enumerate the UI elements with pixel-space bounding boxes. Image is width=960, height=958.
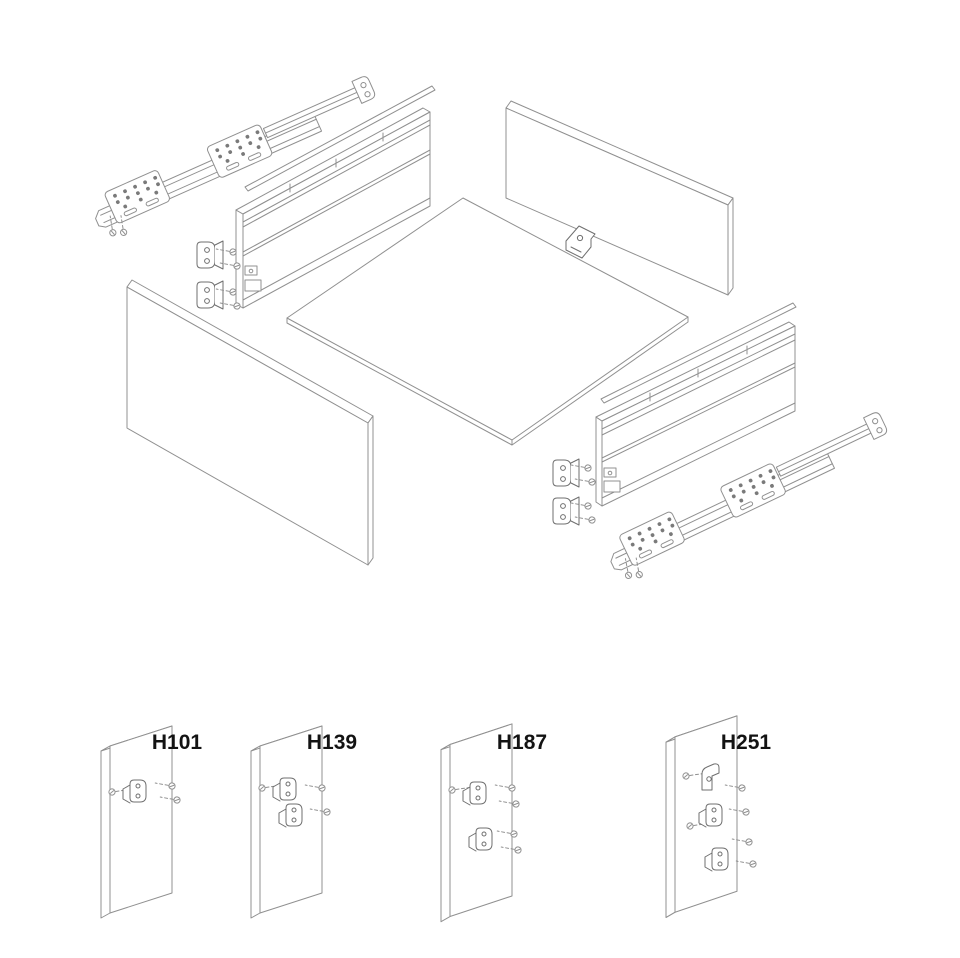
fixing-bracket: [196, 240, 224, 270]
drawer-side-panel-right: [595, 321, 796, 507]
drawer-side-panel-left: [235, 107, 431, 309]
height-variant-h139: H139: [250, 725, 357, 919]
back-panel-side-edge: [727, 197, 734, 296]
height-variant-h101: H101: [100, 725, 203, 919]
variant-label-h139: H139: [307, 731, 357, 754]
variant-label-h101: H101: [152, 731, 203, 754]
gallery-rail-left: [244, 85, 436, 192]
rear-fixing-bracket: [565, 225, 596, 259]
side-panel-left-end-edge: [235, 209, 244, 309]
cabinet-board: [100, 725, 173, 919]
drawer-bottom-panel: [286, 197, 689, 446]
bottom-panel-thickness-edge: [286, 316, 689, 446]
fixing-bracket: [552, 458, 580, 488]
side-panel-left-face: [242, 111, 431, 309]
fixing-bracket: [196, 280, 224, 310]
side-panel-right-face: [601, 325, 796, 507]
front-fixing-brackets-right: [552, 458, 597, 526]
back-panel-face: [505, 107, 729, 296]
screw-icon: [735, 857, 758, 869]
side-panel-right-connector: [603, 467, 617, 478]
side-panel-right-end-edge: [595, 416, 603, 507]
front-panel-side-edge: [367, 415, 374, 566]
fixing-bracket: [552, 496, 580, 526]
height-variant-h251: H251: [665, 715, 772, 919]
side-panel-right-lock-device: [603, 480, 621, 493]
height-variant-h187: H187: [440, 723, 547, 923]
side-panel-left-lock-device: [244, 279, 262, 292]
side-panel-left-connector: [244, 265, 258, 276]
back-panel: [505, 100, 734, 296]
front-panel-face: [126, 286, 369, 566]
variant-label-h187: H187: [497, 731, 547, 754]
gallery-rail-right: [600, 302, 797, 404]
front-panel: [126, 279, 374, 566]
variant-label-h251: H251: [721, 731, 772, 754]
front-fixing-brackets-left: [196, 240, 242, 311]
